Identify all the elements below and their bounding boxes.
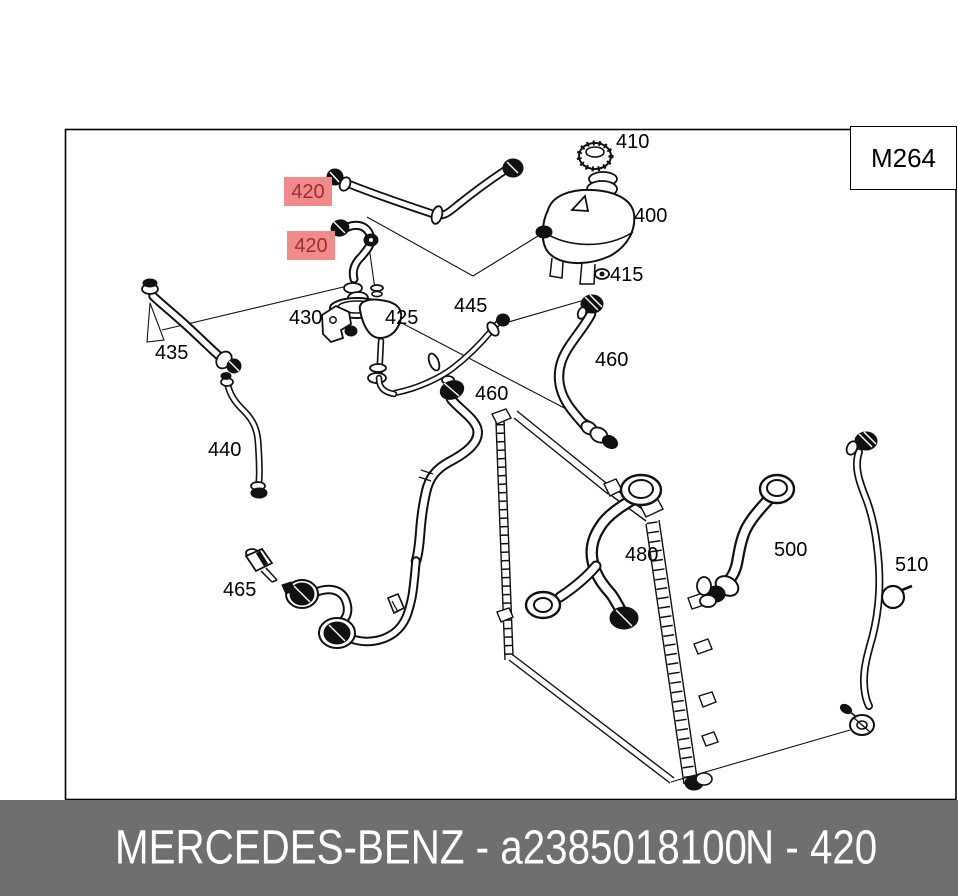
part-label-460-2[interactable]: 460 [475,383,509,405]
sensor-465 [244,547,296,595]
part-label-400[interactable]: 400 [634,205,668,227]
engine-code-text: M264 [870,142,937,173]
part-label-460-1[interactable]: 460 [595,349,629,371]
diagram-border [64,128,957,801]
part-label-465[interactable]: 465 [223,579,257,601]
hose-420-top-fittings [326,158,524,225]
bracket-430-hole [329,316,337,324]
part-label-425[interactable]: 425 [385,307,419,329]
engine-code-plate: M264 [850,126,957,190]
part-label-420-2[interactable]: 420 [287,231,335,260]
hose-440-fittings [220,372,268,499]
valve-425 [344,284,403,398]
part-label-500[interactable]: 500 [774,539,808,561]
footer-ref-number: N - 420 [745,821,878,875]
expansion-tank [535,140,636,285]
hose-460-center-fittings [418,375,465,482]
hose-510-fittings [839,431,913,736]
part-label-420-1[interactable]: 420 [284,177,332,206]
part-label-480[interactable]: 480 [625,544,659,566]
pipe-445-fittings [427,313,510,372]
hose-435-fittings [141,278,242,374]
bracket-430 [321,304,352,344]
part-label-415[interactable]: 415 [610,264,644,286]
radiator [491,408,719,791]
hose-460-right-fittings [576,294,619,450]
part-label-430[interactable]: 430 [289,307,323,329]
footer-bar: MERCEDES-BENZ - a2385018100 N - 420 [0,800,958,896]
part-label-435[interactable]: 435 [155,342,189,364]
part-label-410[interactable]: 410 [616,131,650,153]
part-label-440[interactable]: 440 [208,439,242,461]
hose-480-connectors [524,473,663,630]
part-label-445[interactable]: 445 [454,295,488,317]
hoses [153,171,879,706]
hose-500-connectors [696,473,796,608]
part-label-510[interactable]: 510 [895,554,929,576]
footer-part-number: MERCEDES-BENZ - a2385018100 [115,821,747,875]
